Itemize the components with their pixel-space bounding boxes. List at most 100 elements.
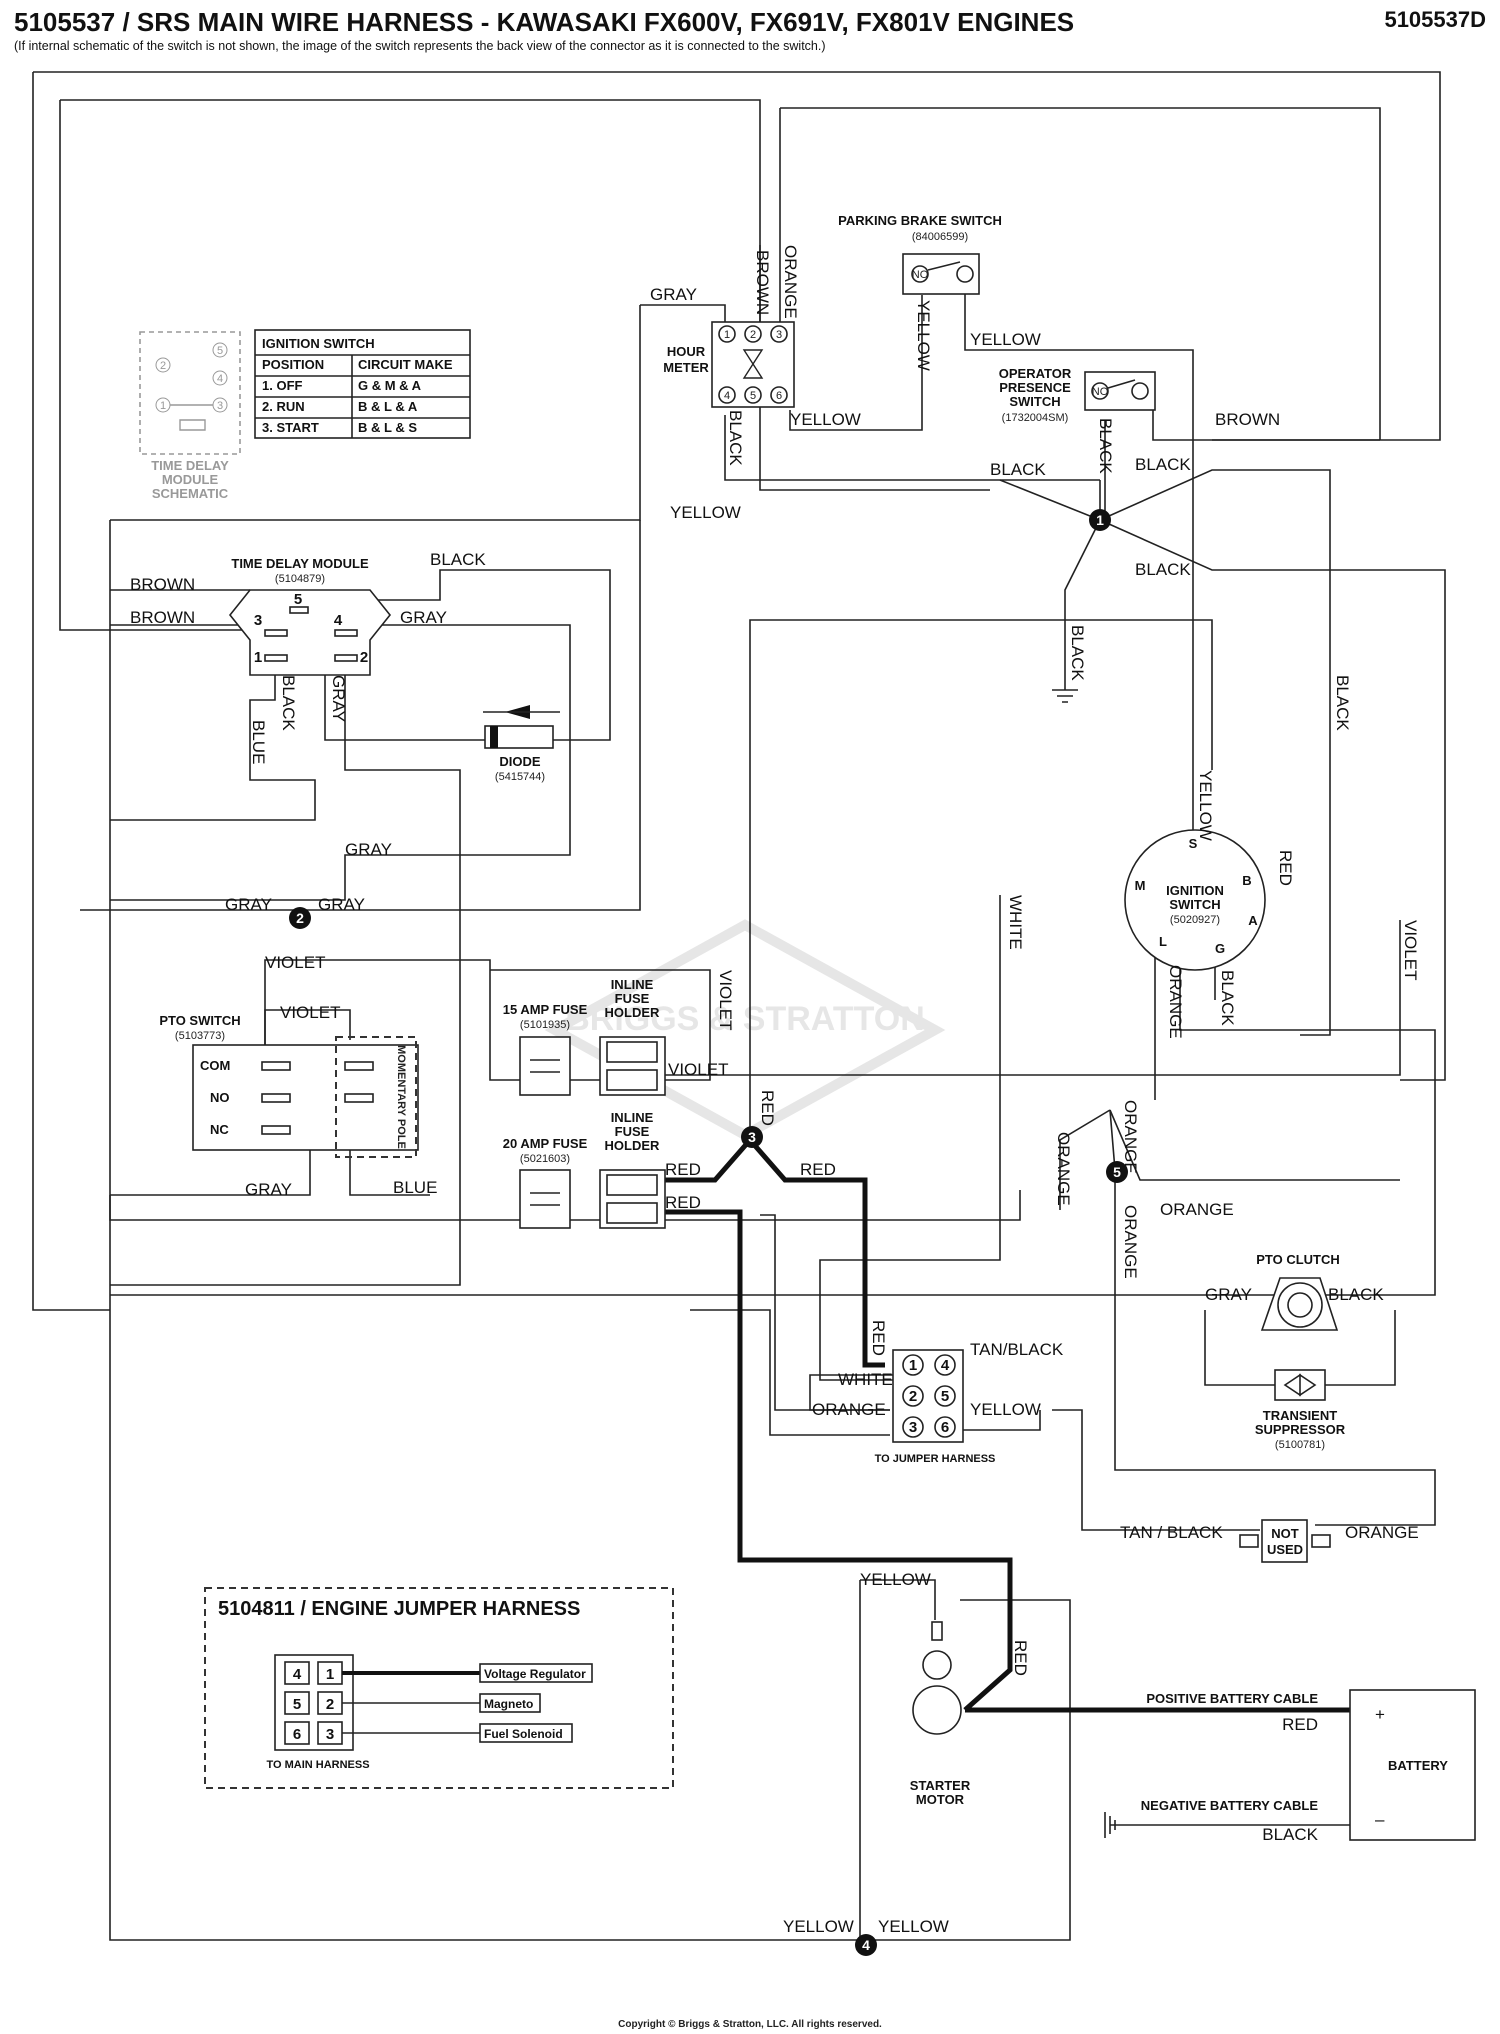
svg-text:WHITE: WHITE [1006, 895, 1025, 950]
svg-text:1: 1 [254, 649, 262, 666]
ignition-switch: IGNITION SWITCH (5020927) S B M A L G [1124, 829, 1266, 971]
svg-text:YELLOW: YELLOW [970, 1400, 1041, 1419]
svg-text:YELLOW: YELLOW [783, 1917, 854, 1936]
svg-text:BLACK: BLACK [1135, 560, 1191, 579]
parking-brake-terminal-icon [956, 265, 974, 283]
svg-text:2: 2 [750, 329, 756, 341]
svg-text:Magneto: Magneto [484, 1697, 533, 1711]
ground-icon [1052, 689, 1078, 703]
battery-plus: + [1375, 1705, 1385, 1724]
ignition-table-header-circuit: CIRCUIT MAKE [358, 357, 453, 372]
operator-presence-terminal-icon [1131, 382, 1149, 400]
ignition-switch-label-2: SWITCH [1169, 897, 1220, 912]
engine-jumper-title: 5104811 / ENGINE JUMPER HARNESS [218, 1598, 580, 1620]
parking-brake-contact: NO [912, 269, 929, 281]
pto-switch-part: (5103773) [175, 1030, 225, 1042]
heavy-red-wires [665, 1136, 1350, 1713]
svg-text:3: 3 [326, 1726, 334, 1743]
svg-text:INLINE: INLINE [611, 977, 654, 992]
svg-text:RED: RED [1276, 850, 1295, 886]
svg-text:GRAY: GRAY [400, 608, 447, 627]
svg-text:YELLOW: YELLOW [1196, 770, 1215, 841]
svg-text:RED: RED [665, 1193, 701, 1212]
svg-text:ORANGE: ORANGE [1160, 1200, 1234, 1219]
diode-label: DIODE [499, 754, 541, 769]
svg-text:G: G [1215, 941, 1225, 956]
ignition-switch-table: IGNITION SWITCH POSITION CIRCUIT MAKE 1.… [254, 329, 471, 439]
parking-brake-switch: PARKING BRAKE SWITCH (84006599) NO [838, 213, 1002, 295]
svg-text:5: 5 [941, 1388, 949, 1405]
svg-text:FUSE: FUSE [615, 991, 650, 1006]
time-delay-schematic: 2 5 4 1 3 TIME DELAY MODULE SCHEMATIC [139, 331, 241, 501]
svg-text:Voltage Regulator: Voltage Regulator [484, 1667, 586, 1681]
svg-text:BLACK: BLACK [279, 675, 298, 731]
ignition-table-cell: B & L & S [358, 420, 417, 435]
operator-presence-part: (1732004SM) [1002, 412, 1069, 424]
time-delay-module: TIME DELAY MODULE (5104879) 5 3 4 1 2 [228, 556, 392, 676]
svg-text:BLACK: BLACK [1333, 675, 1352, 731]
svg-text:1: 1 [724, 329, 730, 341]
ignition-table-cell: B & L & A [358, 399, 418, 414]
svg-text:HOLDER: HOLDER [605, 1005, 661, 1020]
engine-jumper-pins: 4 1 5 2 6 3 [284, 1661, 343, 1745]
svg-text:ORANGE: ORANGE [812, 1400, 886, 1419]
svg-text:BROWN: BROWN [1215, 410, 1280, 429]
svg-text:S: S [1189, 836, 1198, 851]
svg-text:4: 4 [217, 373, 223, 385]
splice-nodes: 1 2 3 4 5 [289, 509, 1128, 1956]
page-title: 5105537 / SRS MAIN WIRE HARNESS - KAWASA… [14, 7, 1074, 37]
diode: DIODE (5415744) [483, 705, 560, 783]
svg-text:BLACK: BLACK [990, 460, 1046, 479]
svg-text:1: 1 [1096, 512, 1104, 528]
momentary-pole-frame [335, 1036, 417, 1158]
parking-brake-part: (84006599) [912, 231, 968, 243]
svg-text:3: 3 [748, 1129, 756, 1145]
negative-cable-label: NEGATIVE BATTERY CABLE [1141, 1798, 1319, 1813]
svg-text:BLACK: BLACK [1096, 418, 1115, 474]
transient-label-2: SUPPRESSOR [1255, 1422, 1346, 1437]
svg-text:M: M [1135, 878, 1146, 893]
transient-suppressor: TRANSIENT SUPPRESSOR (5100781) [1255, 1369, 1346, 1451]
svg-text:YELLOW: YELLOW [878, 1917, 949, 1936]
svg-text:COM: COM [200, 1058, 230, 1073]
svg-text:RED: RED [1011, 1640, 1030, 1676]
svg-text:BLUE: BLUE [393, 1178, 437, 1197]
operator-presence-contact: NO [1092, 386, 1109, 398]
svg-text:BLACK: BLACK [1328, 1285, 1384, 1304]
not-used-label-1: NOT [1271, 1526, 1299, 1541]
pto-clutch-label: PTO CLUTCH [1256, 1252, 1340, 1267]
svg-text:2: 2 [296, 910, 304, 926]
svg-text:BLACK: BLACK [726, 410, 745, 466]
hour-meter-pins: 1 2 3 4 5 6 [718, 325, 788, 404]
hour-meter-label-1: HOUR [667, 344, 706, 359]
svg-text:3: 3 [776, 329, 782, 341]
svg-text:GRAY: GRAY [318, 895, 365, 914]
tdm-schematic-label-1: TIME DELAY [151, 458, 229, 473]
jumper-harness-connector: 1 4 2 5 3 6 TO JUMPER HARNESS [875, 1349, 996, 1465]
svg-text:RED: RED [665, 1160, 701, 1179]
svg-text:VIOLET: VIOLET [280, 1003, 340, 1022]
jumper-connector-caption: TO JUMPER HARNESS [875, 1453, 996, 1465]
fuse-20-amp: 20 AMP FUSE (5021603) INLINE FUSE HOLDER [503, 1110, 666, 1229]
diode-part: (5415744) [495, 771, 545, 783]
svg-text:4: 4 [941, 1357, 950, 1374]
svg-text:2: 2 [909, 1388, 917, 1405]
ignition-table-header-position: POSITION [262, 357, 324, 372]
svg-text:YELLOW: YELLOW [790, 410, 861, 429]
splice-node-3 [741, 1126, 763, 1148]
ignition-table-cell: 3. START [262, 420, 319, 435]
momentary-pole-label: MOMENTARY POLE [395, 1045, 407, 1149]
svg-text:ORANGE: ORANGE [1166, 965, 1185, 1039]
fuse-15-label: 15 AMP FUSE [503, 1002, 588, 1017]
not-used-label-2: USED [1267, 1542, 1303, 1557]
pto-switch-label: PTO SWITCH [159, 1013, 240, 1028]
copyright-footer: Copyright © Briggs & Stratton, LLC. All … [618, 2019, 882, 2030]
svg-text:5: 5 [217, 345, 223, 357]
svg-text:BROWN: BROWN [130, 575, 195, 594]
svg-text:ORANGE: ORANGE [1345, 1523, 1419, 1542]
svg-text:ORANGE: ORANGE [781, 245, 800, 319]
operator-presence-label-3: SWITCH [1009, 394, 1060, 409]
operator-presence-label-1: OPERATOR [999, 366, 1072, 381]
svg-text:RED: RED [758, 1090, 777, 1126]
